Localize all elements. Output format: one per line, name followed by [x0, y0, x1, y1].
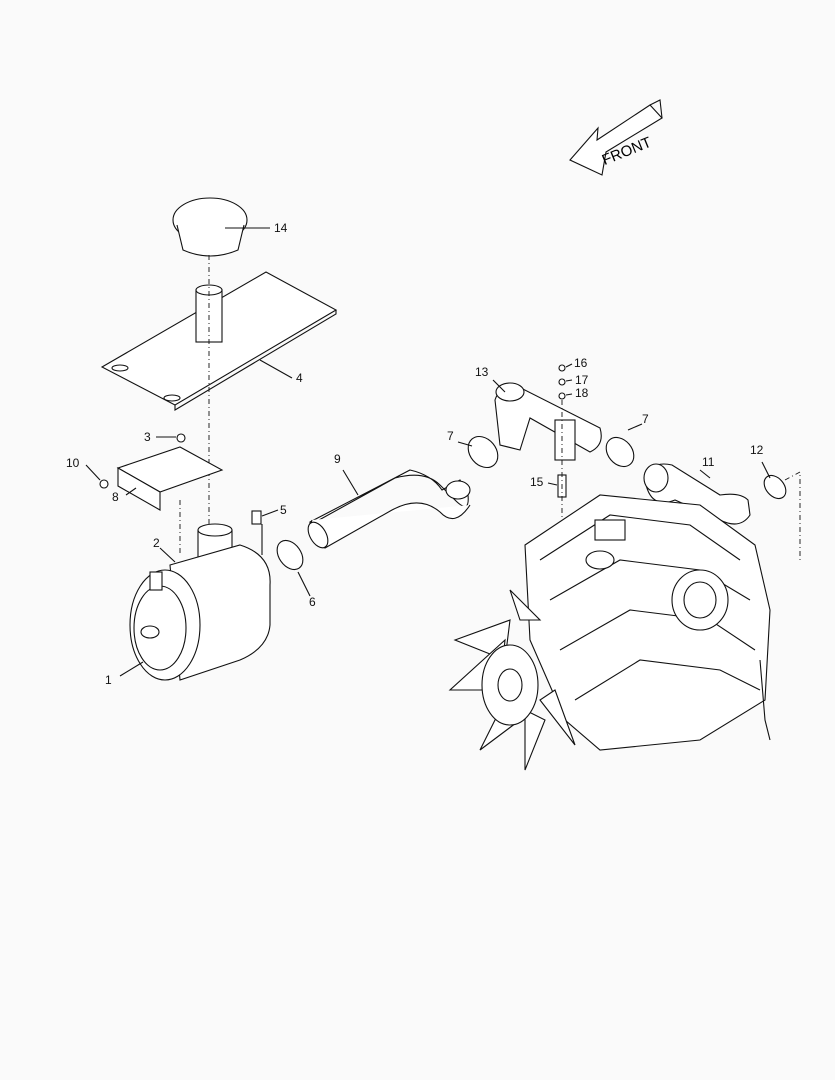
- callout-6: 6: [309, 595, 316, 609]
- turbo-hose: [643, 463, 751, 525]
- callout-16: 16: [574, 356, 588, 370]
- callout-5: 5: [280, 503, 287, 517]
- callout-7: 7: [642, 412, 649, 426]
- callout-10: 10: [66, 456, 80, 470]
- air-cleaner: [119, 523, 271, 681]
- callout-11: 11: [702, 455, 715, 469]
- hose-clamp: [276, 539, 304, 571]
- callout-7: 7: [447, 429, 454, 443]
- intake-pipe: [492, 379, 602, 461]
- callout-2: 2: [153, 536, 160, 550]
- mounting-plate: [100, 271, 338, 411]
- hose-clamp: [605, 436, 635, 468]
- bracket: [85, 433, 224, 511]
- callout-9: 9: [334, 452, 341, 466]
- callout-18: 18: [575, 386, 589, 400]
- washer: [558, 392, 566, 400]
- hose-clamp: [467, 435, 499, 469]
- callout-12: 12: [750, 443, 764, 457]
- engine: [448, 494, 771, 771]
- intake-hose: [307, 469, 471, 549]
- sensor-part: [251, 510, 262, 525]
- callout-15: 15: [530, 475, 544, 489]
- callout-8: 8: [112, 490, 119, 504]
- front-arrow: FRONT: [569, 99, 663, 176]
- callout-17: 17: [575, 373, 589, 387]
- washer: [558, 378, 566, 386]
- precleaner-cap: [172, 197, 270, 257]
- callout-3: 3: [144, 430, 151, 444]
- callout-1: 1: [105, 673, 112, 687]
- callout-13: 13: [475, 365, 489, 379]
- callout-4: 4: [296, 371, 303, 385]
- callout-14: 14: [274, 221, 288, 235]
- hose-clamp: [763, 474, 787, 500]
- nut: [558, 364, 566, 372]
